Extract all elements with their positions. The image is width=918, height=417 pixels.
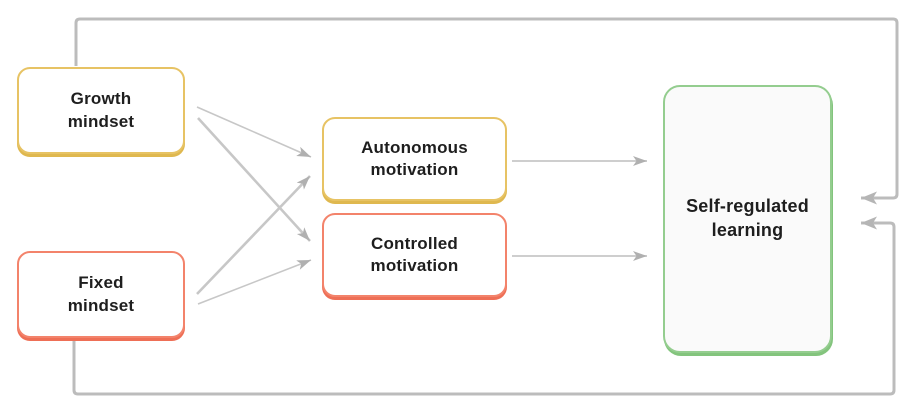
edge-fixed-to-controlled (197, 259, 312, 305)
node-growth-mindset-label: Growth mindset (67, 89, 135, 131)
node-self-regulated-learning: Self-regulated learning (663, 85, 832, 353)
edge-fixed-to-srl-bottom-loop (72, 216, 896, 396)
node-fixed-mindset: Fixed mindset (17, 251, 185, 338)
node-growth-mindset: Growth mindset (17, 67, 185, 154)
node-controlled-motivation-label: Controlled motivation (370, 233, 459, 275)
node-fixed-mindset-label: Fixed mindset (67, 273, 135, 315)
edge-growth-to-srl-top-loop (74, 17, 899, 205)
edge-fixed-to-autonomous (196, 175, 311, 295)
edge-growth-to-autonomous (196, 106, 312, 158)
node-autonomous-motivation: Autonomous motivation (322, 117, 507, 201)
edge-growth-to-controlled (197, 117, 311, 242)
node-autonomous-motivation-label: Autonomous motivation (361, 137, 468, 179)
node-self-regulated-learning-label: Self-regulated learning (686, 196, 809, 240)
node-controlled-motivation: Controlled motivation (322, 213, 507, 297)
